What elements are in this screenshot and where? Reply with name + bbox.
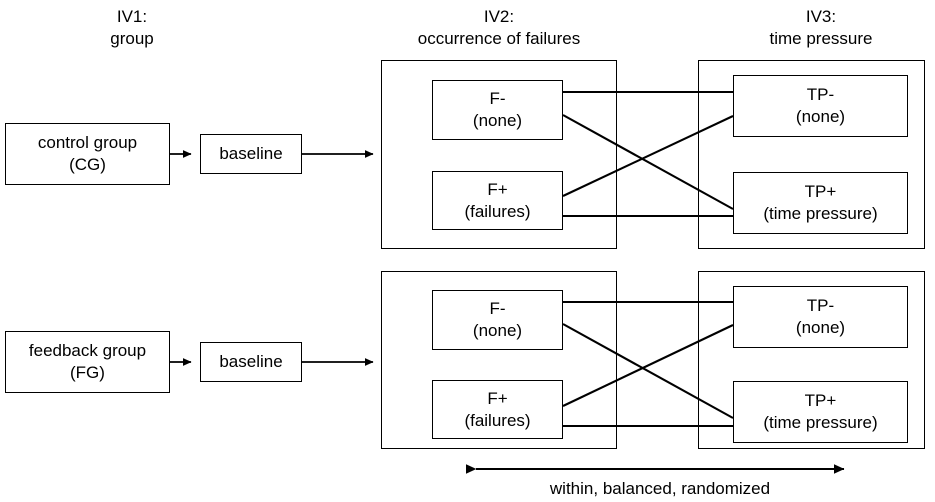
footer-caption: within, balanced, randomized <box>549 479 771 498</box>
column-header-iv3: IV3: time pressure <box>769 7 873 48</box>
group-box-control: control group (CG) <box>5 123 170 185</box>
iv3-level-box-tp-plus-feedback: TP+ (time pressure) <box>733 381 908 443</box>
iv3-level-box-tp-plus-control: TP+ (time pressure) <box>733 172 908 234</box>
column-header-iv1: IV1: group <box>110 7 154 48</box>
iv3-level-box-tp-minus-feedback: TP- (none) <box>733 286 908 348</box>
column-header-iv2: IV2: occurrence of failures <box>417 7 581 48</box>
iv2-level-box-f-minus-control: F- (none) <box>432 80 563 140</box>
iv2-level-box-f-minus-feedback: F- (none) <box>432 290 563 350</box>
baseline-box-control: baseline <box>200 134 302 174</box>
baseline-box-feedback: baseline <box>200 342 302 382</box>
iv2-level-box-f-plus-control: F+ (failures) <box>432 171 563 230</box>
iv3-level-box-tp-minus-control: TP- (none) <box>733 75 908 137</box>
iv2-level-box-f-plus-feedback: F+ (failures) <box>432 380 563 439</box>
group-box-feedback: feedback group (FG) <box>5 331 170 393</box>
